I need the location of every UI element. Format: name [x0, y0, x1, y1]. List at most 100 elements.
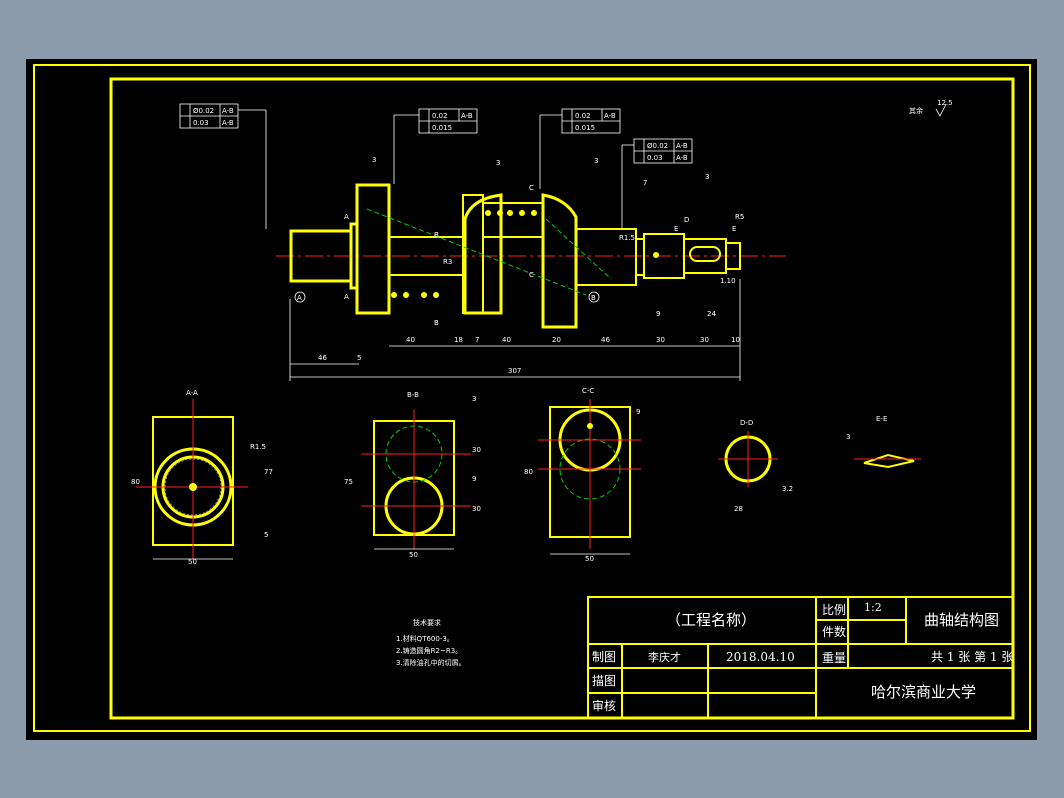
section-marker-a: A: [344, 213, 349, 221]
section-a-right: 77: [264, 468, 273, 476]
title-block: （工程名称） 比例 1:2 件数 曲轴结构图 制图 李庆才 2018.04.10…: [587, 596, 1014, 719]
technical-notes: 技术要求 1.材料QT600-3。 2.铸造圆角R2~R3。 3.清除油孔中的切…: [396, 618, 466, 667]
seg-30a: 30: [656, 336, 665, 344]
gdt-1-value: Ø0.02: [193, 107, 214, 115]
qty-label: 件数: [822, 624, 846, 639]
outer-border: [33, 64, 1031, 732]
dim-step-7: 7: [643, 179, 647, 187]
dim-r5: R5: [735, 213, 744, 221]
seg-30b: 30: [700, 336, 709, 344]
seg-46a: 46: [318, 354, 327, 362]
total-length: 307: [508, 367, 521, 375]
section-marker-b2: B: [434, 319, 439, 327]
gdt-1-ref2: A-B: [222, 119, 234, 127]
section-c-width: 50: [585, 555, 594, 563]
crankshaft-main-view: [276, 183, 786, 329]
gdt-frame-3: 0.02 A-B 0.015: [539, 108, 621, 189]
check-label: 审核: [592, 698, 616, 713]
gdt-4-value: Ø0.02: [647, 142, 668, 150]
seg-20: 20: [552, 336, 561, 344]
section-a-height: 80: [131, 478, 140, 486]
datum-a-label: A: [297, 294, 302, 302]
seg-10: 10: [731, 336, 740, 344]
section-marker-e: E: [674, 225, 678, 233]
section-b-d3: 9: [472, 475, 476, 483]
section-b-title: B-B: [407, 391, 419, 399]
roughness-note: 其余: [909, 106, 923, 115]
inner-border: [109, 77, 1015, 720]
roughness-value: 12.5: [937, 99, 953, 107]
section-d-title: D-D: [740, 419, 753, 427]
seg-46b: 46: [601, 336, 610, 344]
seg-40b: 40: [502, 336, 511, 344]
section-e-d1: 3: [846, 433, 850, 441]
seg-40a: 40: [406, 336, 415, 344]
note-1: 1.材料QT600-3。: [396, 634, 454, 643]
gdt-2-value2: 0.015: [432, 124, 452, 132]
weight-label: 重量: [822, 651, 846, 665]
section-d-width: 28: [734, 505, 743, 513]
left-web: [355, 183, 391, 315]
sheet-count: 共 1 张 第 1 张: [931, 650, 1013, 664]
keyway: [689, 246, 721, 262]
gdt-4-value2: 0.03: [647, 154, 663, 162]
datum-a-circle: [294, 291, 306, 303]
section-a-width: 50: [188, 558, 197, 566]
section-marker-d: D: [684, 216, 689, 224]
section-b-d1: 3: [472, 395, 476, 403]
seg-7: 7: [475, 336, 479, 344]
gdt-2-ref: A-B: [461, 112, 473, 120]
drawing-name: 曲轴结构图: [924, 611, 999, 629]
section-c-height: 80: [524, 468, 533, 476]
gdt-3-ref: A-B: [604, 112, 616, 120]
datum-b-circle: [588, 291, 600, 303]
gdt-2-value: 0.02: [432, 112, 448, 120]
dim-24: 24: [707, 310, 716, 318]
note-2: 2.铸造圆角R2~R3。: [396, 646, 462, 655]
dim-r3: R3: [443, 258, 452, 266]
dimension-chain: 46 5 40 18 7 40 20 46 30 30 10 307: [289, 279, 741, 381]
gdt-4-ref: A-B: [676, 142, 688, 150]
gdt-3-value2: 0.015: [575, 124, 595, 132]
drawing-canvas: 其余 12.5 Ø0.02 A-B 0.03 A-B 0.02 A-B 0.01…: [26, 59, 1037, 740]
dim-9: 9: [656, 310, 660, 318]
seg-18: 18: [454, 336, 463, 344]
section-b-d4: 30: [472, 505, 481, 513]
cad-sheet: 其余 12.5 Ø0.02 A-B 0.03 A-B 0.02 A-B 0.01…: [33, 64, 1031, 732]
datum-b-label: B: [591, 294, 596, 302]
section-a-radius: R1.5: [250, 443, 266, 451]
section-marker-b: B: [434, 231, 439, 239]
section-a-a: A-A R1.5 50 80 77 5: [131, 389, 273, 566]
section-a-small: 5: [264, 531, 268, 539]
section-marker-a2: A: [344, 293, 349, 301]
crank-web-curve: [463, 193, 503, 315]
section-c-title: C-C: [582, 387, 594, 395]
section-marker-e2: E: [732, 225, 736, 233]
school-name: 哈尔滨商业大学: [871, 683, 976, 701]
scale-value: 1:2: [864, 601, 882, 614]
drawn-by: 李庆才: [648, 650, 681, 664]
gdt-3-value: 0.02: [575, 112, 591, 120]
scale-label: 比例: [822, 603, 846, 617]
gdt-frame-2: 0.02 A-B 0.015: [393, 108, 478, 184]
crank-pin: [482, 202, 544, 238]
dim-mid-offset: 3: [594, 157, 598, 165]
gdt-4-ref2: A-B: [676, 154, 688, 162]
dim-r15: R1.5: [619, 234, 635, 242]
section-c-d1: 9: [636, 408, 640, 416]
drawn-date: 2018.04.10: [726, 650, 795, 664]
gdt-frame-1: Ø0.02 A-B 0.03 A-B: [179, 103, 267, 229]
dim-key: 1.10: [720, 277, 736, 285]
roughness-icon: [935, 103, 947, 117]
section-b-width: 50: [409, 551, 418, 559]
dim-left-offset: 3: [372, 156, 376, 164]
dim-right-offset: 3: [705, 173, 709, 181]
right-web: [541, 193, 578, 329]
gdt-1-ref: A-B: [222, 107, 234, 115]
section-c-c: C-C 50 80 9: [524, 387, 641, 563]
seg-5: 5: [357, 354, 361, 362]
section-e-e: E-E 3: [846, 415, 921, 469]
section-e-title: E-E: [876, 415, 887, 423]
drawn-label: 制图: [592, 650, 616, 664]
dim-top-3: 3: [496, 159, 500, 167]
